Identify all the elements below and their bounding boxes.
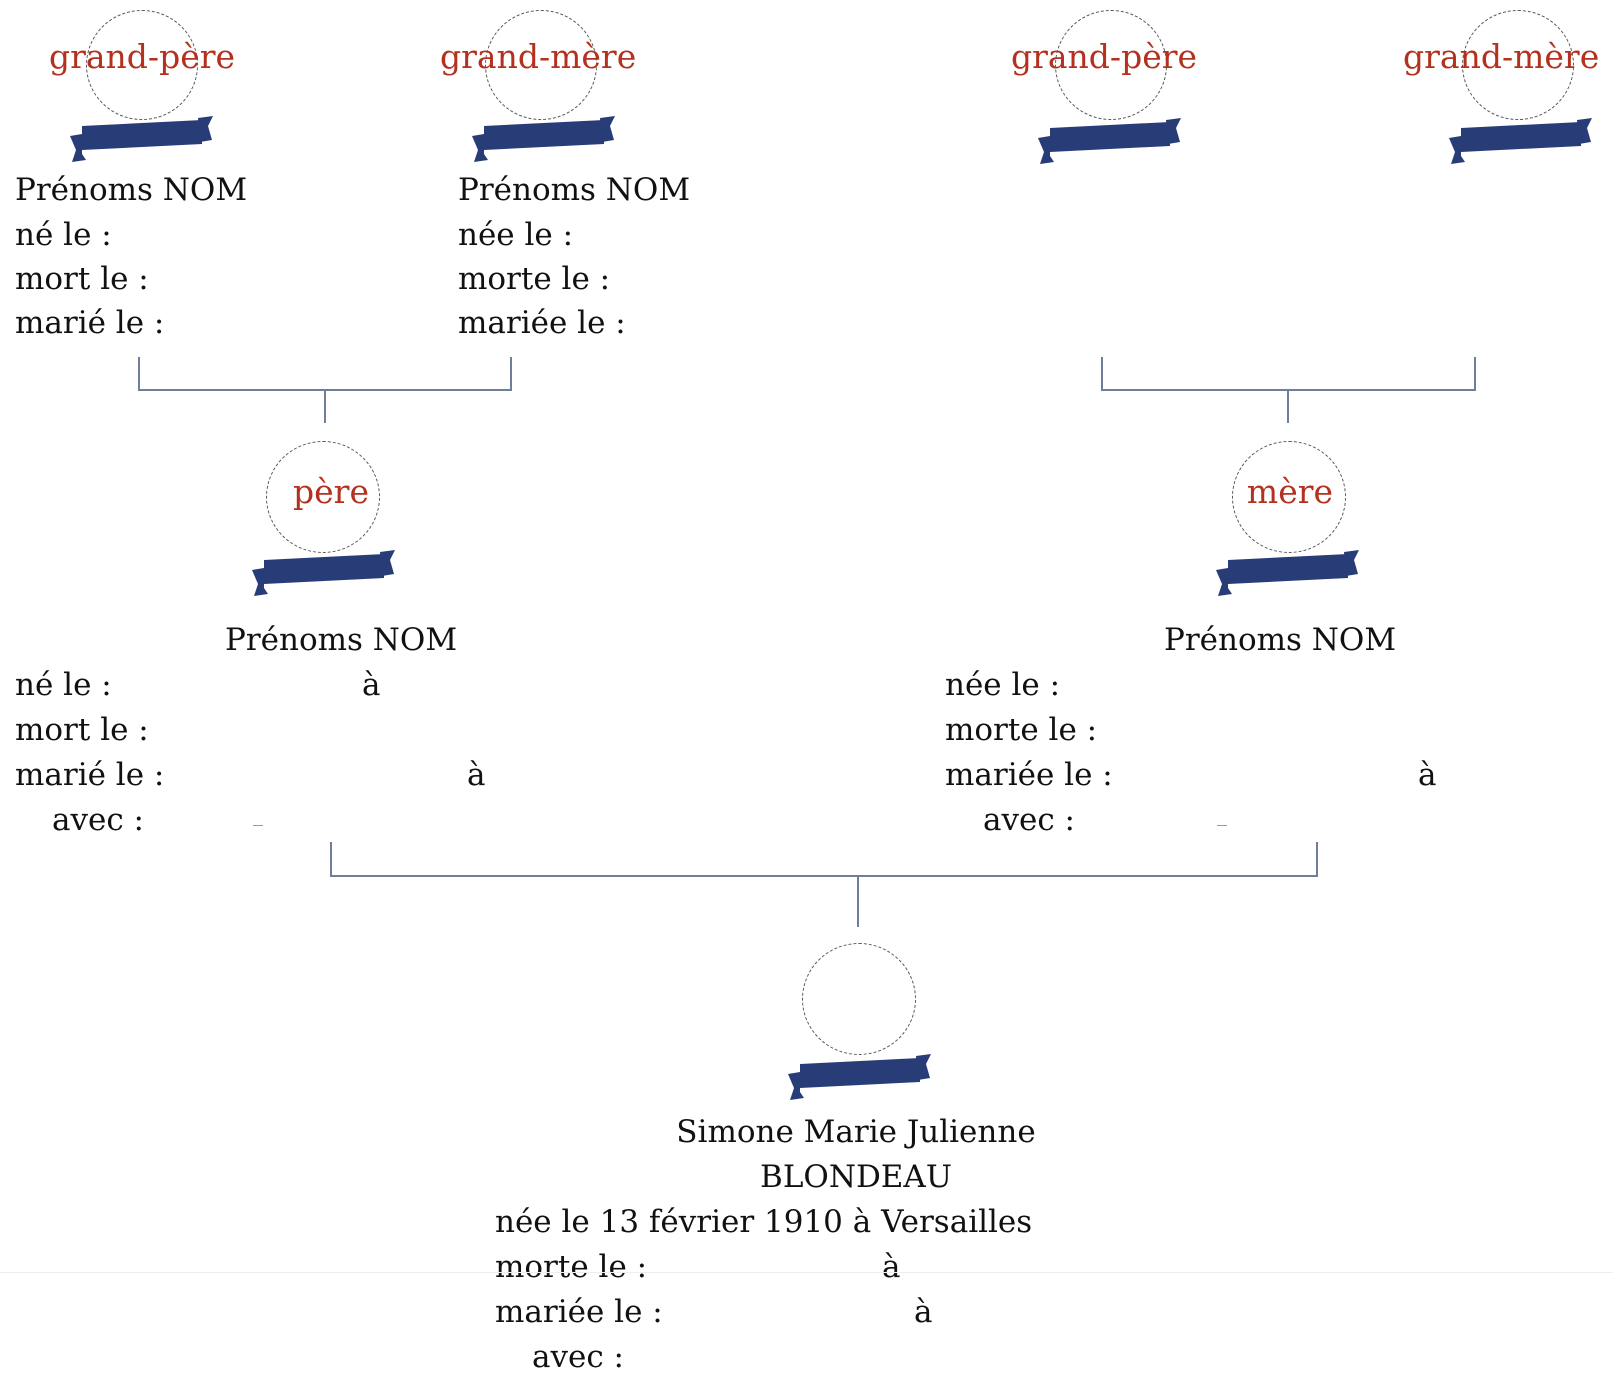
role-label-mother: mère — [1246, 472, 1334, 511]
person-name-line1: Simone Marie Julienne — [676, 1114, 1036, 1150]
death-field: morte le : — [945, 712, 1098, 748]
portrait-placeholder — [1462, 10, 1574, 120]
dash-mark — [253, 825, 263, 826]
portrait-placeholder — [86, 10, 198, 120]
person-name-line2: BLONDEAU — [760, 1159, 952, 1195]
birth-field: né le : — [15, 217, 112, 253]
role-label-grandfather: grand-père — [48, 37, 236, 76]
portrait-placeholder — [266, 441, 380, 553]
birth-place-field: à — [362, 667, 381, 703]
death-field: mort le : — [15, 261, 149, 297]
marriage-field: mariée le : — [495, 1294, 663, 1330]
death-field: mort le : — [15, 712, 149, 748]
birth-field: née le : — [945, 667, 1061, 703]
death-field: morte le : — [495, 1249, 648, 1285]
death-field: morte le : — [458, 261, 611, 297]
spouse-field: avec : — [52, 802, 145, 838]
dash-mark — [1217, 825, 1227, 826]
role-label-grandfather: grand-père — [1010, 37, 1198, 76]
marriage-field: marié le : — [15, 305, 165, 341]
marriage-place-field: à — [914, 1294, 933, 1330]
person-name: Prénoms NOM — [225, 622, 458, 658]
birth-field: née le 13 février 1910 à Versailles — [495, 1204, 1033, 1240]
person-name: Prénoms NOM — [1164, 622, 1397, 658]
ribbon-banner — [70, 116, 213, 162]
role-label-grandmother: grand-mère — [1403, 37, 1600, 76]
portrait-placeholder — [802, 943, 916, 1055]
marriage-place-field: à — [1418, 757, 1437, 793]
birth-field: né le : — [15, 667, 112, 703]
birth-field: née le : — [458, 217, 574, 253]
portrait-placeholder — [1055, 10, 1167, 120]
person-name: Prénoms NOM — [458, 172, 691, 208]
ribbon-banner — [1038, 118, 1181, 164]
person-name: Prénoms NOM — [15, 172, 248, 208]
death-place-field: à — [882, 1249, 901, 1285]
ribbon-banner — [252, 550, 395, 596]
ribbon-banner — [1449, 118, 1592, 164]
portrait-placeholder — [1232, 441, 1346, 553]
role-label-grandmother: grand-mère — [440, 37, 637, 76]
marriage-field: marié le : — [15, 757, 165, 793]
ribbon-banner — [1216, 550, 1359, 596]
ribbon-banner — [788, 1054, 931, 1100]
divider — [0, 1272, 1613, 1273]
portrait-placeholder — [485, 10, 597, 120]
role-label-father: père — [293, 472, 369, 511]
spouse-field: avec : — [532, 1339, 625, 1375]
marriage-place-field: à — [467, 757, 486, 793]
spouse-field: avec : — [983, 802, 1076, 838]
marriage-field: mariée le : — [945, 757, 1113, 793]
marriage-field: mariée le : — [458, 305, 626, 341]
ribbon-banner — [472, 116, 615, 162]
